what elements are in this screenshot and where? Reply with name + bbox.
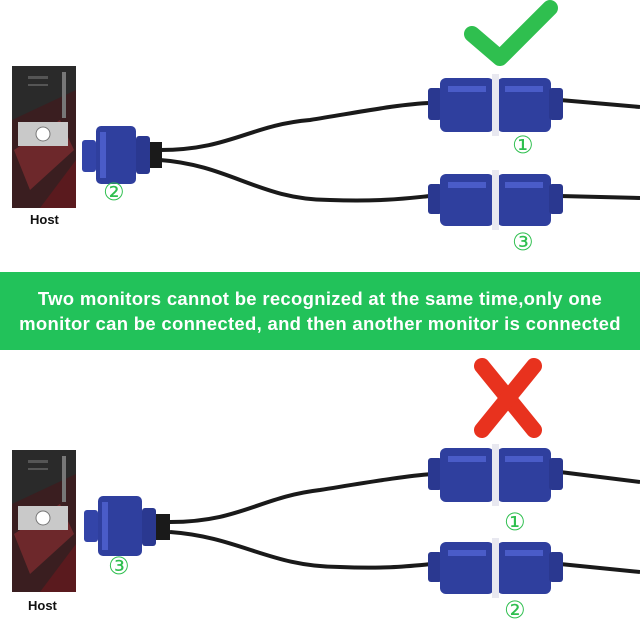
source-port-number: ② [103, 178, 125, 206]
host-label: Host [30, 212, 59, 227]
lower-port-number: ③ [512, 228, 534, 256]
upper-port-number: ① [504, 508, 526, 536]
info-banner: Two monitors cannot be recognized at the… [0, 272, 640, 350]
lower-vga-coupler [428, 538, 563, 598]
host-pc-tower [12, 450, 76, 592]
check-icon [464, 0, 558, 66]
correct-wiring-panel: Host ② ① ③ [0, 0, 640, 270]
source-port-number: ③ [108, 552, 130, 580]
upper-vga-coupler [428, 444, 563, 506]
upper-vga-coupler [428, 74, 563, 136]
host-pc-tower [12, 66, 76, 208]
upper-port-number: ① [512, 131, 534, 159]
y-splitter-cable [169, 470, 640, 574]
incorrect-wiring-panel: Host ③ ① ② [0, 352, 640, 626]
source-vga-plug [82, 126, 162, 184]
banner-line-2: monitor can be connected, and then anoth… [19, 313, 621, 334]
lower-vga-coupler [428, 170, 563, 230]
correct-wiring-illustration [12, 0, 640, 230]
lower-port-number: ② [504, 596, 526, 624]
incorrect-wiring-illustration [12, 358, 640, 598]
y-splitter-cable [159, 98, 640, 203]
source-vga-plug [84, 496, 170, 556]
cross-icon [474, 358, 542, 438]
host-label: Host [28, 598, 57, 613]
banner-line-1: Two monitors cannot be recognized at the… [37, 288, 603, 309]
